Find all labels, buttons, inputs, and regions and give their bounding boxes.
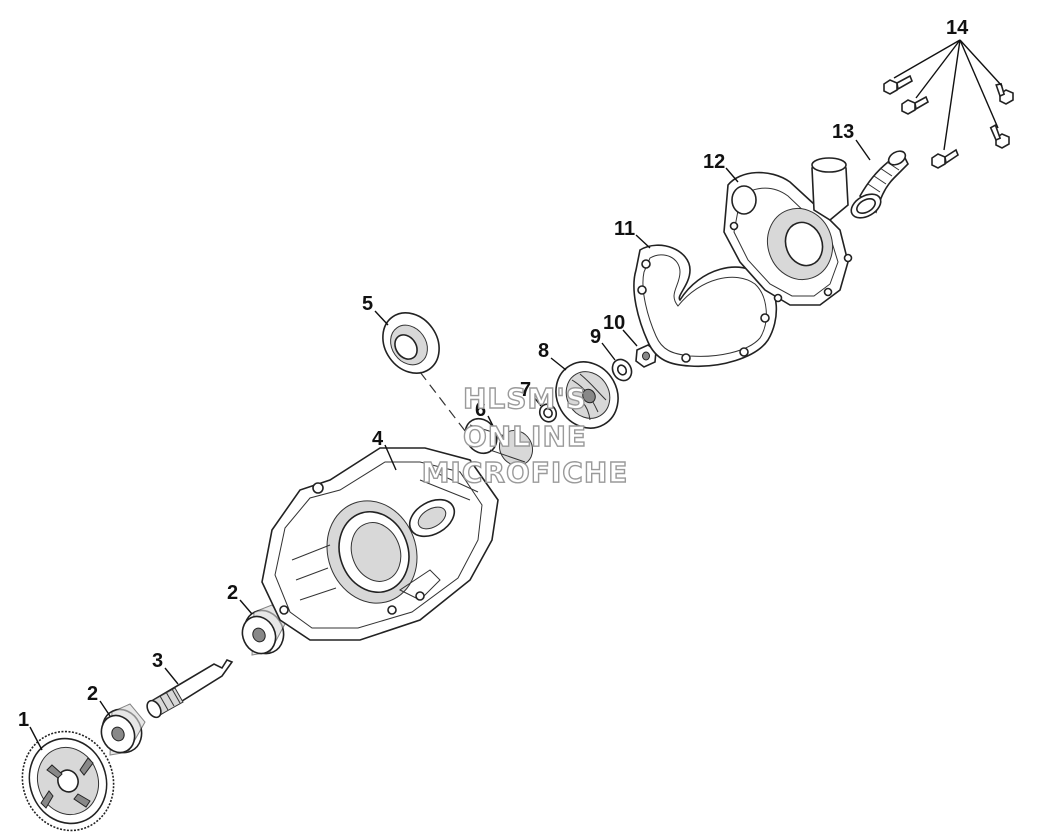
callout-2-upper: 2 [227,582,238,604]
part-3-pump-shaft [146,659,234,719]
callout-9: 9 [590,326,601,348]
part-5-oil-seal [382,312,440,374]
part-11-gasket [633,244,778,368]
part-12-pump-cover [723,157,853,306]
callout-8: 8 [538,340,549,362]
callout-2-lower: 2 [87,683,98,705]
callout-14: 14 [946,17,969,39]
part-2-bearing-upper [241,604,287,656]
callout-4: 4 [372,428,384,450]
part-14-bolts [883,74,1014,169]
bolt-5 [989,124,1010,149]
part-4-pump-housing [261,447,499,641]
callout-13: 13 [832,121,854,143]
watermark-line-3: MICROFICHE [422,456,629,489]
part-13-elbow-fitting [850,150,909,219]
assembly-line-seal [419,371,473,441]
callout-7: 7 [520,379,531,401]
bolt-4 [995,82,1014,105]
callout-3: 3 [152,650,163,672]
callout-1: 1 [18,709,29,731]
callout-10: 10 [603,312,625,334]
bolt-2 [901,95,929,115]
part-6-mechanical-seal [464,417,534,467]
part-10-nut [635,344,657,368]
leader-lines [29,39,1003,751]
watermark-line-1: HLSM'S [463,382,587,415]
callout-12: 12 [703,151,725,173]
part-9-washer [611,358,633,382]
callout-6: 6 [475,399,486,421]
callouts: 1 2 2 3 4 5 6 7 8 9 10 11 12 13 14 [18,17,969,731]
callout-11: 11 [614,218,635,240]
part-7-washer [538,403,558,423]
watermark-line-2: ONLINE [463,420,587,453]
part-1-drive-gear [21,730,115,832]
part-8-impeller [555,361,619,429]
bolt-1 [883,74,914,95]
callout-5: 5 [362,293,373,315]
bolt-3 [931,148,959,169]
watermark: HLSM'S ONLINE MICROFICHE [421,381,629,489]
part-2-bearing-lower [100,703,146,756]
